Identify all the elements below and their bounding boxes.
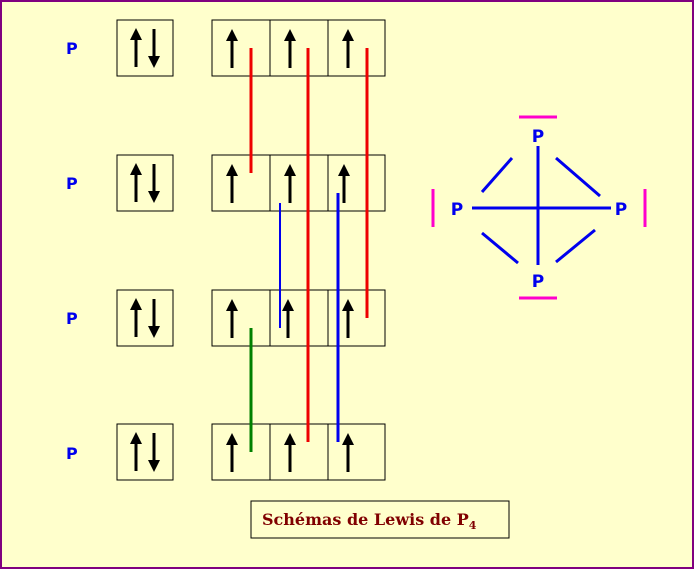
p-orbital-boxes-2 [211,154,386,212]
p4-atom-right: P [615,200,627,220]
atom-label-4: P [66,444,78,463]
p4-atom-left: P [451,200,463,220]
p4-bond-bottom-right [555,228,596,264]
p4-atom-top: P [532,127,544,147]
caption-box [250,500,510,539]
s-orbital-box-3 [116,289,174,347]
p-orbital-boxes-3 [211,289,386,347]
p4-bond-bottom-left [481,231,519,265]
atom-row-3: P [66,289,386,347]
p4-molecule: P P P P [431,115,647,300]
svg-text:Schémas de Lewis de P4: Schémas de Lewis de P4 [262,510,477,532]
atom-label-1: P [66,39,78,58]
atom-row-1: P [66,19,386,77]
atom-label-2: P [66,174,78,193]
s-orbital-box-2 [116,154,174,212]
caption-text: Schémas de Lewis de P [262,510,469,529]
p-orbital-boxes-1 [211,19,386,77]
caption: Schémas de Lewis de P4 [250,500,510,539]
atom-label-3: P [66,309,78,328]
atom-row-2: P [66,154,386,212]
atom-row-4: P [66,423,386,481]
s-orbital-box-1 [116,19,174,77]
s-orbital-box-4 [116,423,174,481]
p-orbital-boxes-4 [211,423,386,481]
p4-bond-top-left [480,157,514,193]
orbital-bond-lines [249,48,369,452]
p4-bond-top-right [555,156,601,198]
p4-atom-bottom: P [532,272,544,292]
caption-subscript: 4 [469,519,477,532]
